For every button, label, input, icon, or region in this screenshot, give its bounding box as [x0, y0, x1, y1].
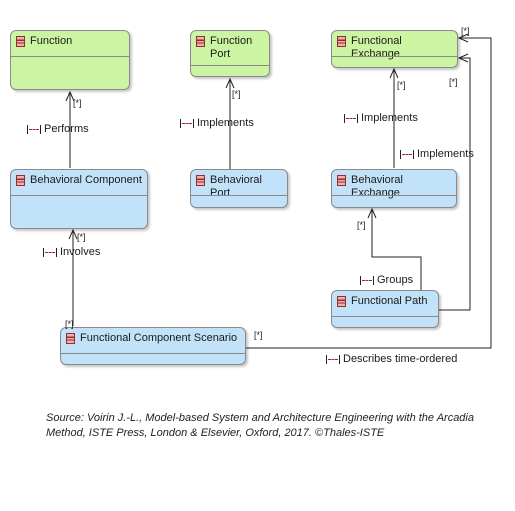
behavioral-port-class[interactable]: Behavioral Port	[190, 169, 288, 208]
involves-arrowhead	[68, 228, 78, 240]
describes-relation-label[interactable]: Describes time-ordered	[326, 353, 457, 366]
multiplicity-describes-source: [*]	[254, 330, 263, 340]
multiplicity-involves: [*]	[77, 232, 86, 242]
involves-text: Involves	[60, 246, 101, 258]
multiplicity-implements-exchange-a: [*]	[397, 80, 406, 90]
dependency-icon	[400, 150, 414, 159]
dependency-icon	[43, 248, 57, 257]
behavioral-exchange-class[interactable]: Behavioral Exchange	[331, 169, 457, 208]
implements-port-relation-label[interactable]: Implements	[180, 117, 254, 130]
performs-arrowhead	[65, 90, 75, 102]
multiplicity-describes-target: [*]	[461, 26, 470, 36]
function-port-class[interactable]: Function Port	[190, 30, 270, 77]
dependency-icon	[326, 355, 340, 364]
multiplicity-implements-port: [*]	[232, 89, 241, 99]
describes-arrowhead	[457, 33, 469, 43]
groups-arrowhead	[367, 207, 377, 219]
describes-line	[246, 37, 492, 349]
function-port-label: Function Port	[210, 35, 253, 60]
function-class[interactable]: Function	[10, 30, 130, 90]
groups-text: Groups	[377, 274, 414, 286]
functional-component-scenario-class[interactable]: Functional Component Scenario	[60, 327, 246, 365]
implements-port-arrowhead	[225, 77, 235, 89]
class-icon	[337, 175, 346, 186]
groups-line	[371, 209, 422, 290]
class-icon	[337, 36, 346, 47]
implements-exchange-relation-label-a[interactable]: Implements	[344, 112, 418, 125]
class-icon	[196, 175, 205, 186]
implements-exchange-text-a: Implements	[361, 112, 418, 124]
describes-text: Describes time-ordered	[343, 353, 458, 365]
groups-relation-label[interactable]: Groups	[360, 274, 413, 287]
function-label: Function	[30, 35, 73, 47]
implements-exchange-relation-label-b[interactable]: Implements	[400, 148, 474, 161]
functional-component-scenario-label: Functional Component Scenario	[80, 332, 238, 344]
multiplicity-performs: [*]	[73, 98, 82, 108]
dependency-icon	[360, 276, 374, 285]
class-icon	[337, 296, 346, 307]
behavioral-component-class[interactable]: Behavioral Component	[10, 169, 148, 229]
class-icon	[196, 36, 205, 47]
multiplicity-implements-exchange-b: [*]	[449, 77, 458, 87]
dependency-icon	[180, 119, 194, 128]
functional-path-label: Functional Path	[351, 295, 428, 307]
performs-text: Performs	[44, 123, 89, 135]
class-icon	[66, 333, 75, 344]
implements-exchange-text-b: Implements	[417, 148, 474, 160]
dependency-icon	[27, 125, 41, 134]
implements-port-text: Implements	[197, 117, 254, 129]
performs-relation-label[interactable]: Performs	[27, 123, 89, 136]
behavioral-port-label: Behavioral Port	[210, 174, 262, 199]
involves-relation-label[interactable]: Involves	[43, 246, 100, 259]
multiplicity-scenario: [*]	[65, 319, 74, 329]
implements-exchange-arrowhead-a	[389, 67, 399, 79]
functional-path-class[interactable]: Functional Path	[331, 290, 439, 328]
class-icon	[16, 36, 25, 47]
dependency-icon	[344, 114, 358, 123]
class-icon	[16, 175, 25, 186]
behavioral-exchange-label: Behavioral Exchange	[351, 174, 403, 199]
implements-exchange-line-b	[439, 57, 471, 311]
source-caption: Source: Voirin J.-L., Model-based System…	[46, 412, 474, 439]
functional-exchange-label: Functional Exchange	[351, 35, 402, 60]
implements-exchange-arrowhead-b	[457, 53, 469, 63]
behavioral-component-label: Behavioral Component	[30, 174, 142, 186]
functional-exchange-class[interactable]: Functional Exchange	[331, 30, 458, 68]
multiplicity-groups: [*]	[357, 220, 366, 230]
